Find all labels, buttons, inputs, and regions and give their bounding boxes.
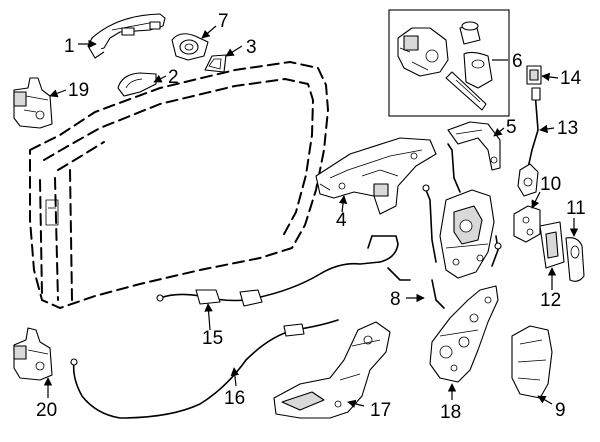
part-14-clip: [526, 65, 542, 85]
part-17-bracket: [273, 321, 391, 419]
part-13-rod: [517, 87, 541, 197]
callout-5: 5: [506, 117, 517, 138]
part-19-actuator: [13, 77, 53, 129]
callout-3: 3: [246, 37, 257, 58]
callout-7: 7: [218, 11, 229, 32]
leader-lines: [43, 25, 579, 408]
callout-9: 9: [555, 400, 566, 421]
part-4-interior-handle: [315, 137, 437, 215]
part-5-inner-handle: [447, 121, 501, 171]
callout-2: 2: [168, 67, 179, 88]
callout-16: 16: [224, 388, 245, 409]
part-7-cylinder-cap: [171, 33, 209, 61]
part-20-actuator-lower: [13, 327, 53, 381]
callout-11: 11: [566, 198, 586, 219]
part-11-pad: [565, 237, 585, 282]
callout-20: 20: [36, 400, 57, 421]
callout-8: 8: [390, 289, 401, 310]
callout-labels: 1 2 3 4 5 6 7 8 9 10 11 12 13 14 15 16 1…: [36, 11, 586, 423]
part-18-carrier-plate: [429, 285, 499, 383]
callout-4: 4: [336, 210, 347, 231]
part-9-shield: [511, 325, 553, 399]
part-12-striker-plate: [539, 221, 565, 269]
callout-6: 6: [512, 51, 523, 72]
part-10-striker: [513, 205, 541, 243]
part-8-latch: [431, 189, 502, 309]
callout-13: 13: [557, 118, 578, 139]
callout-14: 14: [560, 68, 582, 89]
callout-15: 15: [202, 328, 223, 349]
part-1-outer-handle: [87, 13, 166, 59]
callout-10: 10: [540, 174, 561, 195]
part-15-cable: [156, 235, 411, 307]
part-2-bezel: [117, 72, 157, 97]
callout-19: 19: [68, 80, 89, 101]
latch-rods: [422, 143, 461, 263]
part-6-lock-set-box: [388, 9, 510, 117]
callout-1: 1: [64, 36, 75, 57]
callout-12: 12: [540, 290, 561, 311]
door-shell-outline: [29, 61, 329, 309]
part-3-gasket: [204, 54, 227, 73]
part-16-cable: [70, 319, 339, 419]
callout-18: 18: [440, 402, 461, 423]
callout-17: 17: [370, 400, 391, 421]
